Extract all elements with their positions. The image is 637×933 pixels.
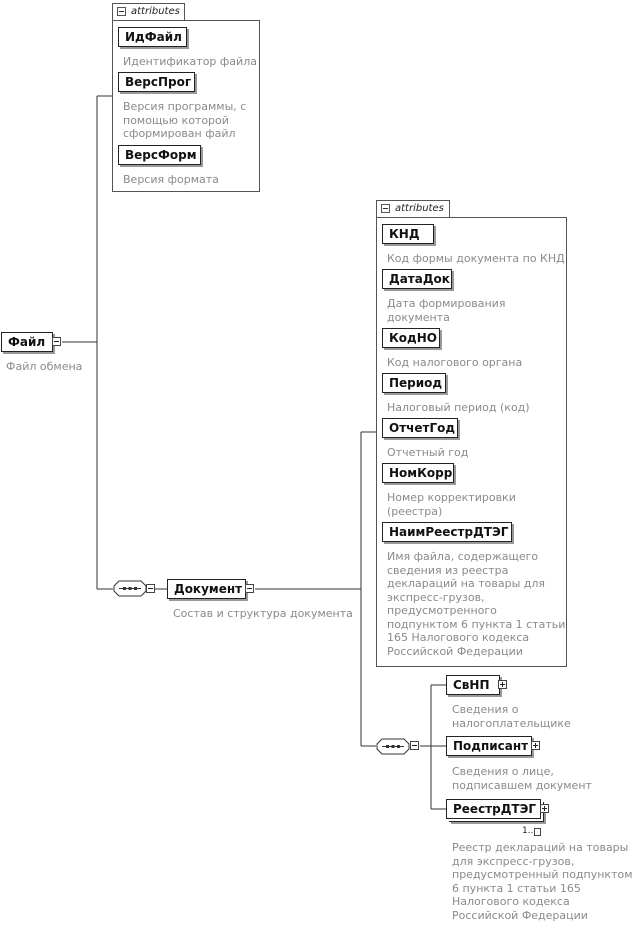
attr-label: КНД — [389, 227, 420, 241]
desc-line: Налогового кодекса — [452, 895, 570, 908]
child-desc-podpisant: Сведения о лице, подписавшем документ — [452, 765, 592, 792]
document-collapse-icon[interactable] — [245, 584, 254, 593]
attr-node-versform[interactable]: ВерсФорм — [118, 145, 201, 165]
attr-node-kodno[interactable]: КодНО — [382, 328, 440, 348]
desc-line: Отчетный год — [387, 446, 469, 459]
document-element-label: Документ — [174, 582, 243, 596]
sequence-collapse-icon[interactable] — [410, 741, 419, 750]
desc-line: для экспресс-грузов, — [452, 854, 575, 868]
podpisant-expand-icon[interactable] — [531, 741, 540, 750]
desc-line: Номер корректировки — [387, 491, 516, 504]
desc-line: подпунктом 6 пункта 1 статьи — [387, 617, 566, 631]
attr-node-datadok[interactable]: ДатаДок — [382, 269, 452, 289]
desc-line: деклараций на товары для — [387, 577, 546, 590]
attributes-label: attributes — [395, 203, 444, 214]
document-attributes-tab[interactable]: attributes — [376, 200, 450, 217]
attr-label: Период — [389, 376, 443, 390]
attr-node-knd[interactable]: КНД — [382, 224, 434, 244]
desc-line: 6 пункта 1 статьи 165 — [452, 881, 581, 895]
root-element-label: Файл — [8, 335, 46, 349]
attr-label: НомКорр — [389, 466, 453, 480]
child-node-podpisant[interactable]: Подписант — [446, 736, 532, 756]
attr-node-nomkorr[interactable]: НомКорр — [382, 463, 454, 483]
child-label: РеестрДТЭГ — [453, 802, 537, 816]
attr-desc-versprog: Версия программы, с помощью которой сфор… — [123, 100, 246, 141]
document-element-desc: Состав и структура документа — [173, 607, 353, 620]
child-node-reestrdteg[interactable]: РеестрДТЭГ — [446, 799, 541, 819]
cardinality-label: 1.. — [522, 826, 534, 836]
attr-desc-nomkorr: Номер корректировки (реестра) — [387, 491, 516, 518]
child-desc-svnp: Сведения о налогоплательщике — [452, 703, 571, 730]
desc-line: предусмотренный подпунктом — [452, 868, 633, 881]
desc-line: Российской Федерации — [452, 908, 588, 922]
attr-label: ИдФайл — [125, 30, 182, 44]
attr-desc-period: Налоговый период (код) — [387, 401, 530, 415]
desc-line: Реестр деклараций на товары — [452, 841, 629, 854]
attr-desc-otchetgod: Отчетный год — [387, 446, 468, 460]
desc-line: (реестра) — [387, 504, 443, 518]
desc-line: Версия формата — [123, 173, 219, 186]
sequence-collapse-icon[interactable] — [146, 584, 155, 593]
document-attributes-box — [376, 217, 567, 667]
attr-node-naimreestrdteg[interactable]: НаимРеестрДТЭГ — [382, 522, 512, 542]
attributes-label: attributes — [131, 6, 180, 17]
desc-line: Российской Федерации — [387, 644, 523, 658]
attr-node-idfile[interactable]: ИдФайл — [118, 27, 187, 47]
desc-line: Код налогового органа — [387, 356, 523, 369]
root-element-desc: Файл обмена — [6, 360, 83, 373]
document-element-node[interactable]: Документ — [167, 579, 246, 599]
desc-line: сформирован файл — [123, 127, 236, 140]
desc-line: Сведения о — [452, 703, 519, 716]
child-label: СвНП — [453, 678, 490, 692]
reestrdteg-expand-icon[interactable] — [540, 804, 549, 813]
collapse-icon[interactable] — [381, 204, 390, 213]
desc-line: Налоговый период (код) — [387, 401, 530, 414]
attr-label: ВерсФорм — [125, 148, 197, 162]
attr-desc-naimreestrdteg: Имя файла, содержащего сведения из реест… — [387, 550, 565, 658]
desc-line: помощью которой — [123, 113, 229, 127]
collapse-icon[interactable] — [117, 7, 126, 16]
desc-line: Идентификатор файла — [123, 55, 257, 68]
desc-line: налогоплательщике — [452, 716, 571, 730]
root-collapse-icon[interactable] — [52, 337, 61, 346]
desc-line: Дата формирования — [387, 297, 506, 310]
attr-node-versprog[interactable]: ВерсПрог — [118, 72, 195, 92]
sequence-compositor-icon — [376, 738, 410, 755]
desc-line: подписавшем документ — [452, 778, 592, 792]
root-element-node[interactable]: Файл — [1, 332, 53, 352]
attr-desc-knd: Код формы документа по КНД — [387, 252, 565, 266]
desc-line: документа — [387, 310, 450, 324]
attr-label: ВерсПрог — [125, 75, 192, 89]
unbounded-icon — [534, 828, 541, 836]
child-desc-reestrdteg: Реестр деклараций на товары для экспресс… — [452, 841, 633, 922]
attr-desc-datadok: Дата формирования документа — [387, 297, 505, 324]
attr-desc-kodno: Код налогового органа — [387, 356, 522, 370]
desc-line: экспресс-грузов, — [387, 590, 485, 604]
desc-line: сведения из реестра — [387, 563, 509, 577]
attr-node-period[interactable]: Период — [382, 373, 446, 393]
sequence-compositor-icon — [113, 580, 147, 597]
attr-label: КодНО — [389, 331, 437, 345]
child-node-svnp[interactable]: СвНП — [446, 675, 500, 695]
file-attributes-tab[interactable]: attributes — [112, 3, 185, 20]
attr-desc-versform: Версия формата — [123, 173, 219, 187]
child-label: Подписант — [453, 739, 529, 753]
svnp-expand-icon[interactable] — [498, 680, 507, 689]
attr-label: НаимРеестрДТЭГ — [389, 525, 509, 539]
desc-line: предусмотренного — [387, 604, 497, 617]
desc-line: 165 Налогового кодекса — [387, 631, 530, 644]
attr-node-otchetgod[interactable]: ОтчетГод — [382, 418, 458, 438]
attr-label: ОтчетГод — [389, 421, 456, 435]
attr-label: ДатаДок — [389, 272, 450, 286]
desc-line: Версия программы, с — [123, 100, 247, 113]
desc-line: Имя файла, содержащего — [387, 550, 539, 563]
desc-line: Сведения о лице, — [452, 765, 554, 778]
desc-line: Код формы документа по КНД — [387, 252, 565, 265]
attr-desc-idfile: Идентификатор файла — [123, 55, 257, 69]
